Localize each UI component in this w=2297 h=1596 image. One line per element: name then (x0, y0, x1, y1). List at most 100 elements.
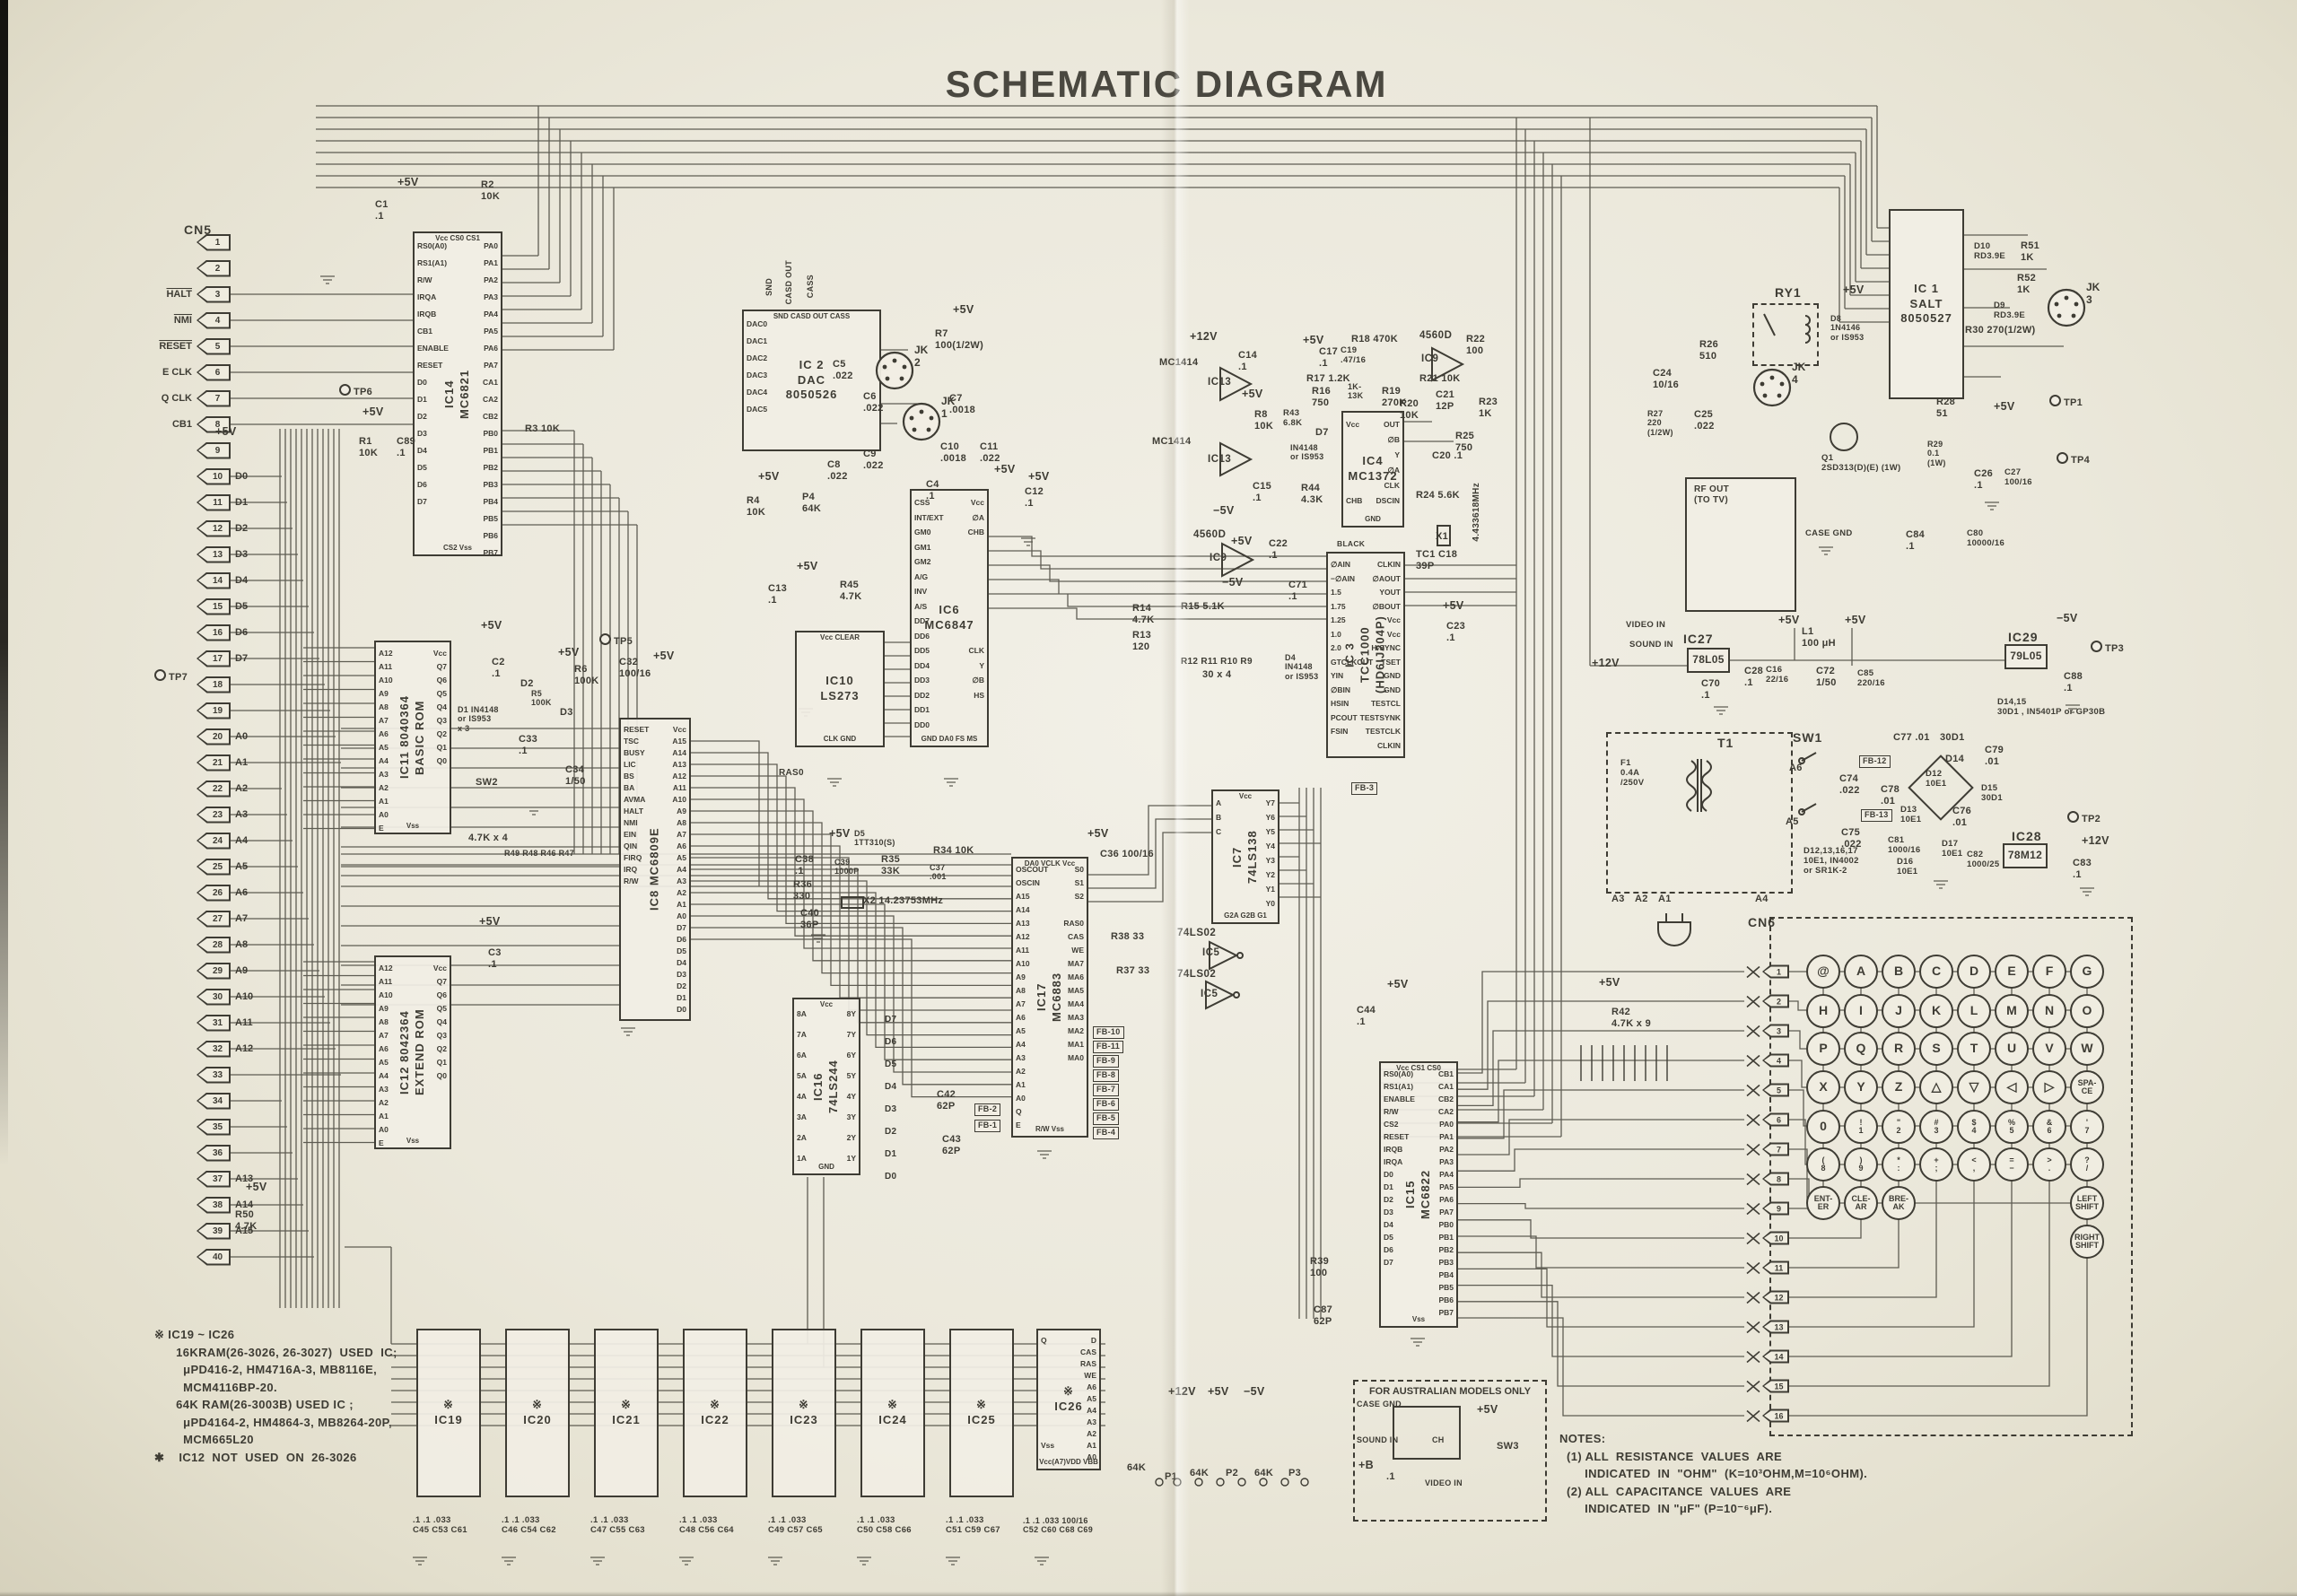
keyboard-key: ▽ (1957, 1070, 1991, 1104)
cn5-pin: E CLK 6 (131, 363, 235, 381)
cn6-pin-arrow-icon: 3 (1762, 1024, 1789, 1038)
cn5-pin-number: 2 (214, 263, 221, 274)
keyboard-key: # 3 (1919, 1110, 1953, 1144)
ic-left-pins: OSCOUT OSCIN A15 A14 A13 A12 A11 A10 A9 … (1016, 865, 1049, 1129)
component-annotation: C83 .1 (2073, 858, 2092, 880)
keyboard-key: * : (1882, 1147, 1916, 1182)
component-annotation: C40 36P (800, 908, 820, 930)
cn6-pin-x-icon (1746, 1350, 1760, 1363)
component-annotation: R16 750 (1312, 386, 1332, 408)
component-annotation: R42 4.7K x 9 (1611, 1007, 1651, 1029)
keyboard-key: S (1919, 1032, 1953, 1066)
component-annotation: R2 10K (481, 179, 501, 202)
component-annotation: FB-5 (1093, 1112, 1120, 1125)
keyboard-key: Y (1844, 1070, 1878, 1104)
notes-line: (1) ALL RESISTANCE VALUES ARE (1559, 1449, 1783, 1463)
cn6-pin-x-icon (1746, 1380, 1760, 1392)
component-annotation: +12V (1168, 1385, 1196, 1398)
ram-note-line: MCM665L20 (154, 1433, 254, 1446)
cn5-pin-arrow-icon: 35 (197, 1118, 231, 1136)
cn5-pin-arrow-icon: 22 (197, 780, 231, 798)
cn5-pin: CB1 8 (131, 415, 235, 433)
cn5-pin-arrow-icon: 16 (197, 624, 231, 641)
component-annotation: C16 22/16 (1766, 665, 1789, 685)
component-annotation: +5V (1599, 976, 1620, 989)
component-annotation: RY1 (1775, 285, 1802, 300)
component-annotation: TP7 (154, 669, 188, 684)
component-annotation: SND (764, 278, 773, 296)
component-annotation: C17 .1 (1319, 346, 1339, 369)
component-annotation: R38 33 (1111, 931, 1145, 942)
cn5-pin-arrow-icon: 15 (197, 597, 231, 615)
ic-chip: CSS INT/EXT GM0 GM1 GM2 A/G INV A/S DD7 … (910, 489, 989, 747)
component-annotation: TP3 (2091, 641, 2124, 655)
component-annotation: R12 R11 R10 R9 (1181, 657, 1253, 667)
component-annotation: R49 R48 R46 R47 (504, 849, 575, 858)
cn5-pin-signal: CB1 (171, 419, 192, 430)
component-annotation: R26 510 (1699, 339, 1719, 362)
component-annotation: IC9 (1421, 353, 1439, 364)
keyboard-key: CLE- AR (1844, 1186, 1878, 1220)
din-jack: JK 1 (902, 395, 955, 441)
component-annotation: C75 .022 (1841, 827, 1862, 850)
cn6-pin-arrow-icon: 7 (1762, 1142, 1789, 1156)
cn5-pin: 39 A15 (131, 1222, 253, 1240)
cn5-pin-bus-label: D1 (235, 497, 249, 508)
cn5-pin-arrow-icon: 2 (197, 259, 231, 277)
cn5-pin: 10 D0 (131, 467, 248, 485)
nor-gate-icon (1210, 942, 1236, 969)
ic-bottom-pins: CS2 Vss (442, 544, 473, 553)
cn6-pin-arrow-icon: 11 (1762, 1260, 1789, 1275)
ic-designator: IC15 MC6822 (1403, 1169, 1432, 1220)
component-annotation: D1 IN4148 or IS953 x 3 (458, 705, 499, 733)
keyboard-key: ENT- ER (1806, 1186, 1840, 1220)
ic-bottom-pins: Vss (406, 822, 420, 831)
cn5-pin-number: 3 (214, 289, 221, 300)
ic-chip: RS0(A0) RS1(A1) ENABLE R/W CS2 RESET IRQ… (1379, 1061, 1458, 1328)
cn5-pin-arrow-icon: 21 (197, 754, 231, 772)
cn5-pin-bus-label: A15 (235, 1225, 254, 1236)
cn5-pin-arrow-icon: 19 (197, 702, 231, 720)
keyboard-key: T (1957, 1032, 1991, 1066)
opamp-icon (1432, 348, 1463, 380)
din-jack-icon (875, 351, 914, 390)
component-annotation: −5V (1222, 576, 1244, 589)
cn5-pin-number: 32 (212, 1043, 223, 1054)
cn6-pin-arrow-icon: 15 (1762, 1379, 1789, 1393)
component-annotation: 30D1 (1940, 732, 1965, 743)
component-annotation: 64K (1127, 1462, 1147, 1473)
cn5-pin-bus-label: A4 (235, 835, 249, 846)
component-annotation: CH (1432, 1435, 1445, 1444)
cn5-pin: 15 D5 (131, 597, 248, 615)
component-annotation: P4 64K (802, 492, 822, 514)
cn6-pin-arrow-icon: 6 (1762, 1112, 1789, 1127)
component-annotation: +5V (362, 406, 384, 418)
ic-right-pins: PA0 PA1 PA2 PA3 PA4 PA5 PA6 PA7 CA1 CA2 … (482, 241, 498, 557)
keyboard-key: B (1882, 955, 1916, 989)
ic-left-pins: A12 A11 A10 A9 A8 A7 A6 A5 A4 A3 A2 A1 A… (379, 649, 393, 833)
cn6-pin: 4 (1746, 1053, 1789, 1068)
component-annotation: D14 (1945, 754, 1965, 764)
cn6-pin-number: 12 (1774, 1293, 1784, 1302)
component-annotation: C34 1/50 (565, 764, 586, 787)
ic-chip: RESET TSC BUSY LIC BS BA AVMA HALT NMI E… (619, 718, 691, 1021)
cn5-pin-number: 35 (212, 1121, 223, 1132)
keyboard-key: > . (2032, 1147, 2066, 1182)
ic-top-pins: Vcc CS0 CS1 (435, 234, 480, 242)
inverter-bubble-icon (1234, 992, 1239, 998)
component-annotation: C36 100/16 (1100, 849, 1154, 859)
component-annotation: C2 .1 (492, 657, 505, 679)
cn6-pin: 9 (1746, 1201, 1789, 1216)
component-annotation: D16 10E1 (1897, 857, 1918, 876)
ic-left-pins: DAC0 DAC1 DAC2 DAC3 DAC4 DAC5 (747, 319, 768, 414)
component-annotation: C39 1000P (834, 858, 860, 876)
opamp-icon (1220, 443, 1251, 475)
cn5-pin-arrow-icon: 30 (197, 988, 231, 1006)
component-annotation: +5V (1477, 1403, 1498, 1416)
cn6-pin-x-icon (1746, 1202, 1760, 1215)
cn5-pin-bus-label: D3 (235, 549, 249, 560)
component-annotation: FB-12 (1859, 755, 1891, 768)
ic-designator: ※ IC25 (967, 1398, 996, 1426)
